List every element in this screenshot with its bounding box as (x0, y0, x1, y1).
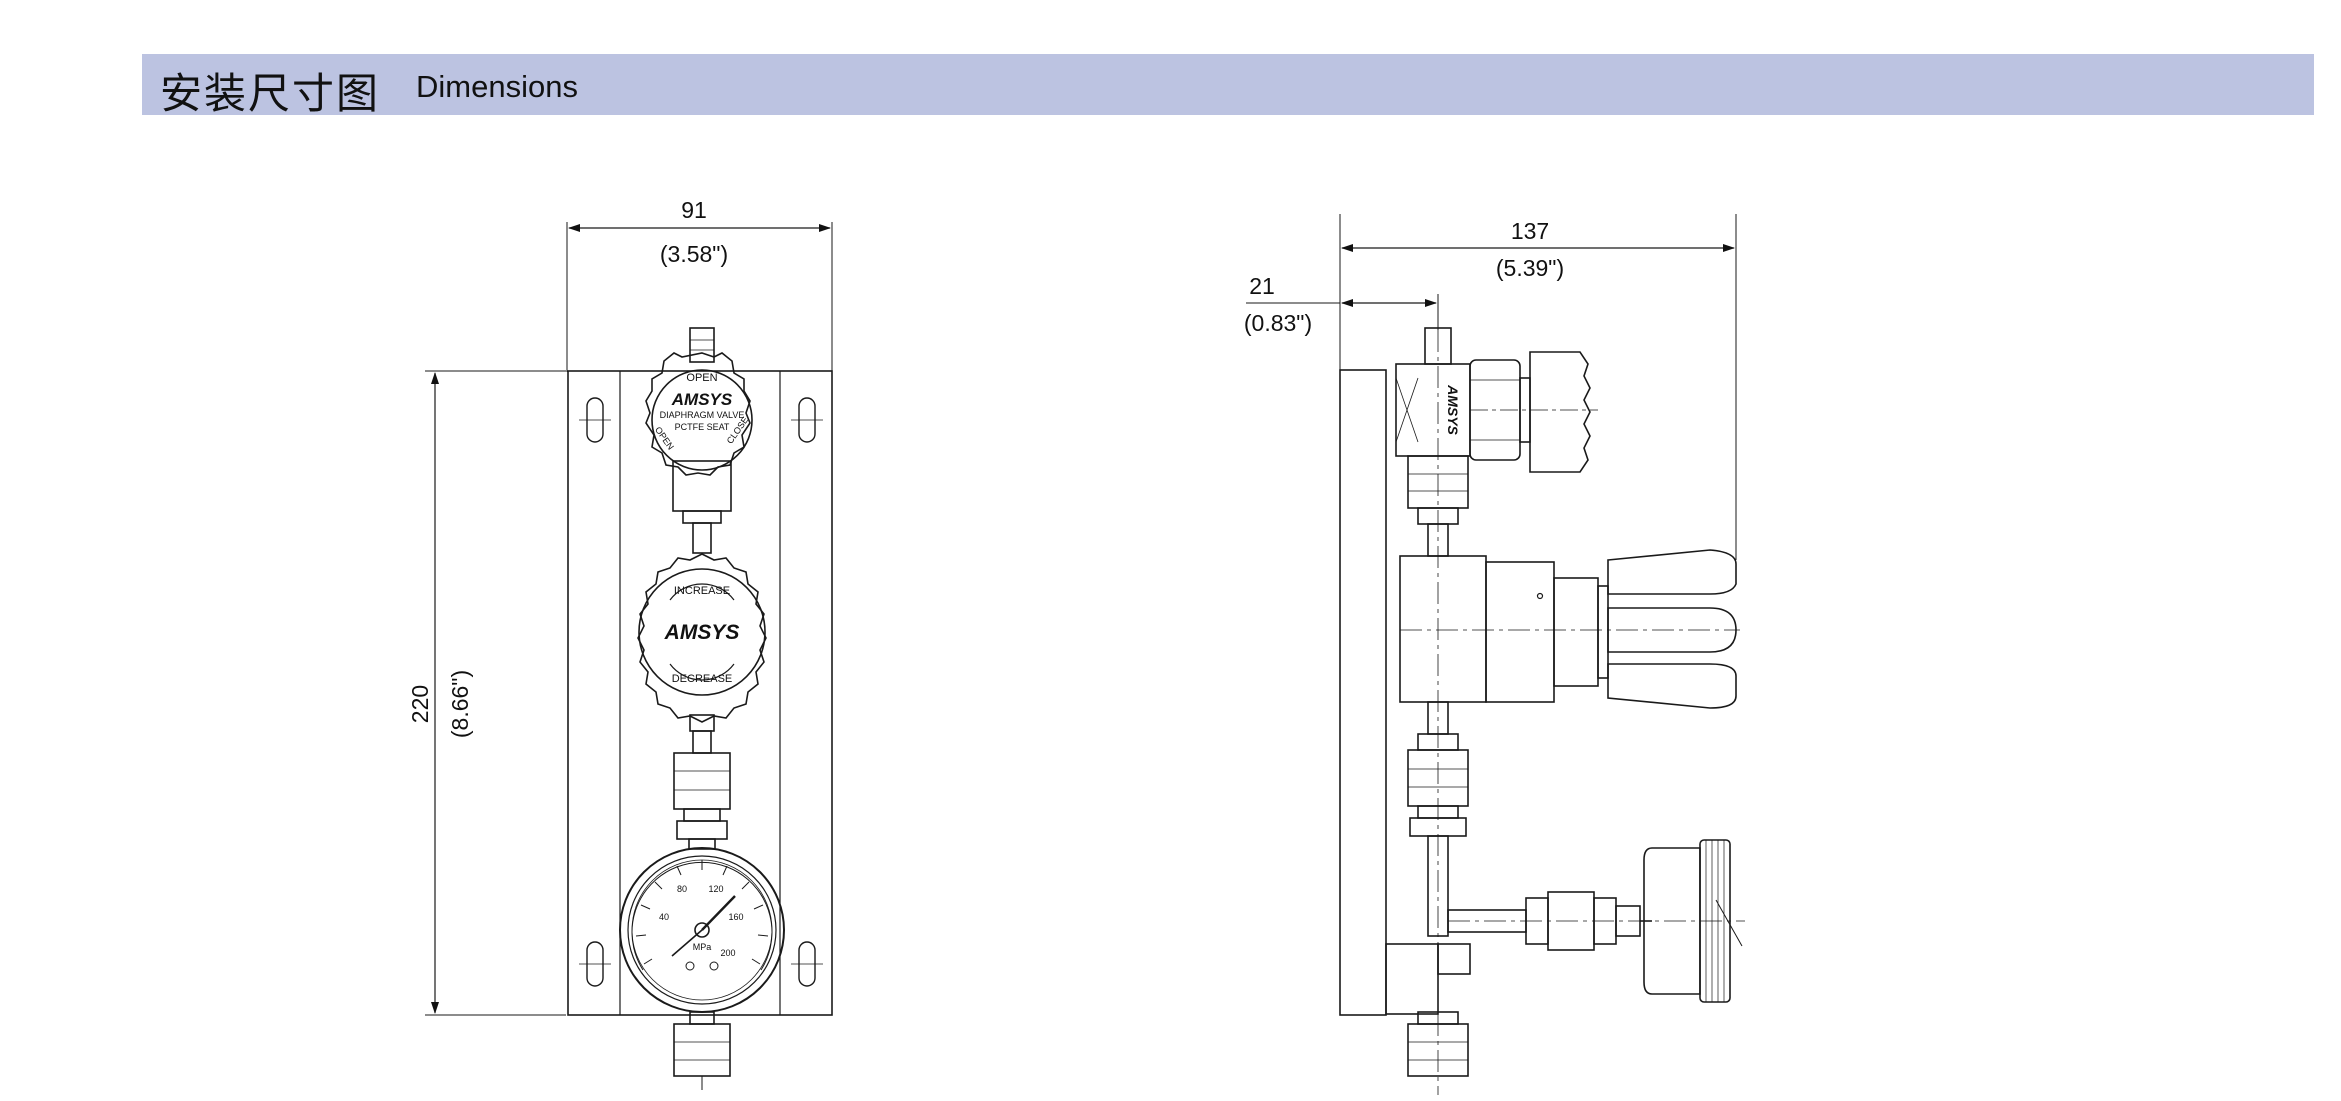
side-offset-in: (0.83") (1244, 310, 1312, 336)
gauge-tick-40: 40 (659, 912, 669, 922)
side-base-plate (1339, 369, 1387, 1016)
side-valve: AMSYS (1395, 351, 1598, 473)
side-valve-brand: AMSYS (1445, 384, 1461, 435)
side-depth-dimension: 137 (5.39") (1339, 214, 1737, 560)
gauge-tick-200: 200 (720, 948, 735, 958)
valve-text-2: PCTFE SEAT (675, 422, 730, 432)
gauge-tick-160: 160 (728, 912, 743, 922)
front-width-in: (3.58") (660, 241, 728, 267)
side-offset-dimension: 21 (0.83") (1244, 273, 1439, 336)
front-base-plate (567, 370, 833, 1016)
front-height-dimension: 220 (8.66") (407, 370, 566, 1016)
front-view: 91 (3.58") 220 (8.66") (407, 197, 833, 1090)
middle-fittings (673, 714, 731, 850)
front-height-mm: 220 (407, 685, 433, 723)
gauge-tick-80: 80 (677, 884, 687, 894)
side-lower-fittings (1407, 701, 1469, 937)
side-bottom-outlet (1385, 943, 1471, 1077)
side-depth-in: (5.39") (1496, 255, 1564, 281)
front-width-mm: 91 (681, 197, 707, 223)
valve-text-1: DIAPHRAGM VALVE (660, 410, 745, 420)
side-regulator (1399, 549, 1740, 709)
front-width-dimension: 91 (3.58") (566, 197, 833, 372)
side-view: 137 (5.39") 21 (0.83") AMSYS (1244, 214, 1745, 1095)
valve-open-side-label: OPEN (653, 425, 676, 452)
side-depth-mm: 137 (1511, 218, 1549, 244)
section-title-zh: 安装尺寸图 (160, 69, 381, 118)
diaphragm-valve: OPEN AMSYS DIAPHRAGM VALVE PCTFE SEAT OP… (645, 352, 753, 554)
gauge-unit: MPa (693, 942, 712, 952)
gauge-tick-120: 120 (708, 884, 723, 894)
front-height-in: (8.66") (447, 670, 473, 738)
section-title-en: Dimensions (416, 69, 578, 104)
side-offset-mm: 21 (1249, 273, 1275, 299)
valve-brand: AMSYS (671, 390, 733, 409)
regulator-decrease-label: DECREASE (672, 673, 733, 685)
mounting-slots (579, 397, 823, 987)
regulator-increase-label: INCREASE (674, 585, 730, 597)
bottom-outlet-fitting (673, 1011, 731, 1090)
section-header-bar: 安装尺寸图 Dimensions (142, 54, 2314, 118)
valve-open-label: OPEN (686, 372, 717, 384)
pressure-gauge: 80 120 160 40 200 MPa (619, 847, 785, 1013)
pressure-regulator: INCREASE AMSYS DECREASE (637, 553, 767, 723)
top-inlet-fitting (689, 327, 715, 363)
side-gauge-assembly (1447, 839, 1745, 1003)
regulator-brand: AMSYS (664, 621, 740, 644)
